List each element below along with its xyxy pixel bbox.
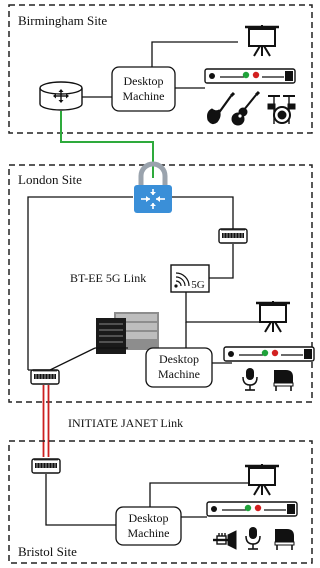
microphone-icon <box>242 367 258 391</box>
birmingham-site-border <box>8 4 313 134</box>
microphone-icon <box>245 526 261 550</box>
birmingham-site: Birmingham Site Desktop Machine <box>8 4 313 134</box>
5g-antenna-icon: 5G <box>170 264 210 293</box>
projector-screen-icon <box>243 462 281 497</box>
janet-link-label: INITIATE JANET Link <box>68 416 183 430</box>
london-desktop-label-line2: Machine <box>158 367 200 381</box>
london-lower-switch-icon <box>30 369 60 385</box>
green-secure-link <box>60 111 154 178</box>
bristol-site-title: Bristol Site <box>18 544 77 559</box>
red-janet-link <box>42 385 50 457</box>
drum-kit-icon <box>267 95 296 124</box>
london-site-title: London Site <box>18 172 82 187</box>
bristol-desktop-label-line2: Machine <box>128 526 170 540</box>
5g-badge-label: 5G <box>191 279 205 291</box>
bt-ee-link-label: BT-EE 5G Link <box>70 271 146 285</box>
london-desktop-label-line1: Desktop <box>159 352 199 366</box>
london-upper-switch-icon <box>218 228 248 244</box>
av-device-icon <box>223 346 315 362</box>
bristol-site-border <box>8 440 313 564</box>
bristol-desktop-machine <box>115 506 182 546</box>
birmingham-site-title: Birmingham Site <box>18 13 107 28</box>
bristol-desktop-label-line1: Desktop <box>129 511 169 525</box>
trumpet-icon <box>213 530 237 550</box>
bristol-switch-icon <box>31 458 61 474</box>
piano-icon <box>273 369 294 392</box>
acoustic-guitar-icon <box>231 90 261 126</box>
av-device-icon <box>204 68 296 84</box>
av-device-icon <box>206 501 298 517</box>
electric-guitar-icon <box>207 91 236 125</box>
london-site: London Site <box>8 161 315 403</box>
london-desktop-machine <box>145 347 213 388</box>
birmingham-desktop-label-line1: Desktop <box>124 74 164 88</box>
birmingham-desktop-machine <box>111 66 176 112</box>
projector-screen-icon <box>254 299 292 334</box>
birmingham-desktop-label-line2: Machine <box>123 89 165 103</box>
lock-icon <box>134 161 172 213</box>
projector-screen-icon <box>243 23 281 58</box>
router-icon <box>39 81 83 111</box>
bristol-site: Bristol Site Desktop Machine <box>8 440 313 564</box>
server-rack-icon <box>95 312 159 354</box>
piano-icon <box>274 528 295 551</box>
